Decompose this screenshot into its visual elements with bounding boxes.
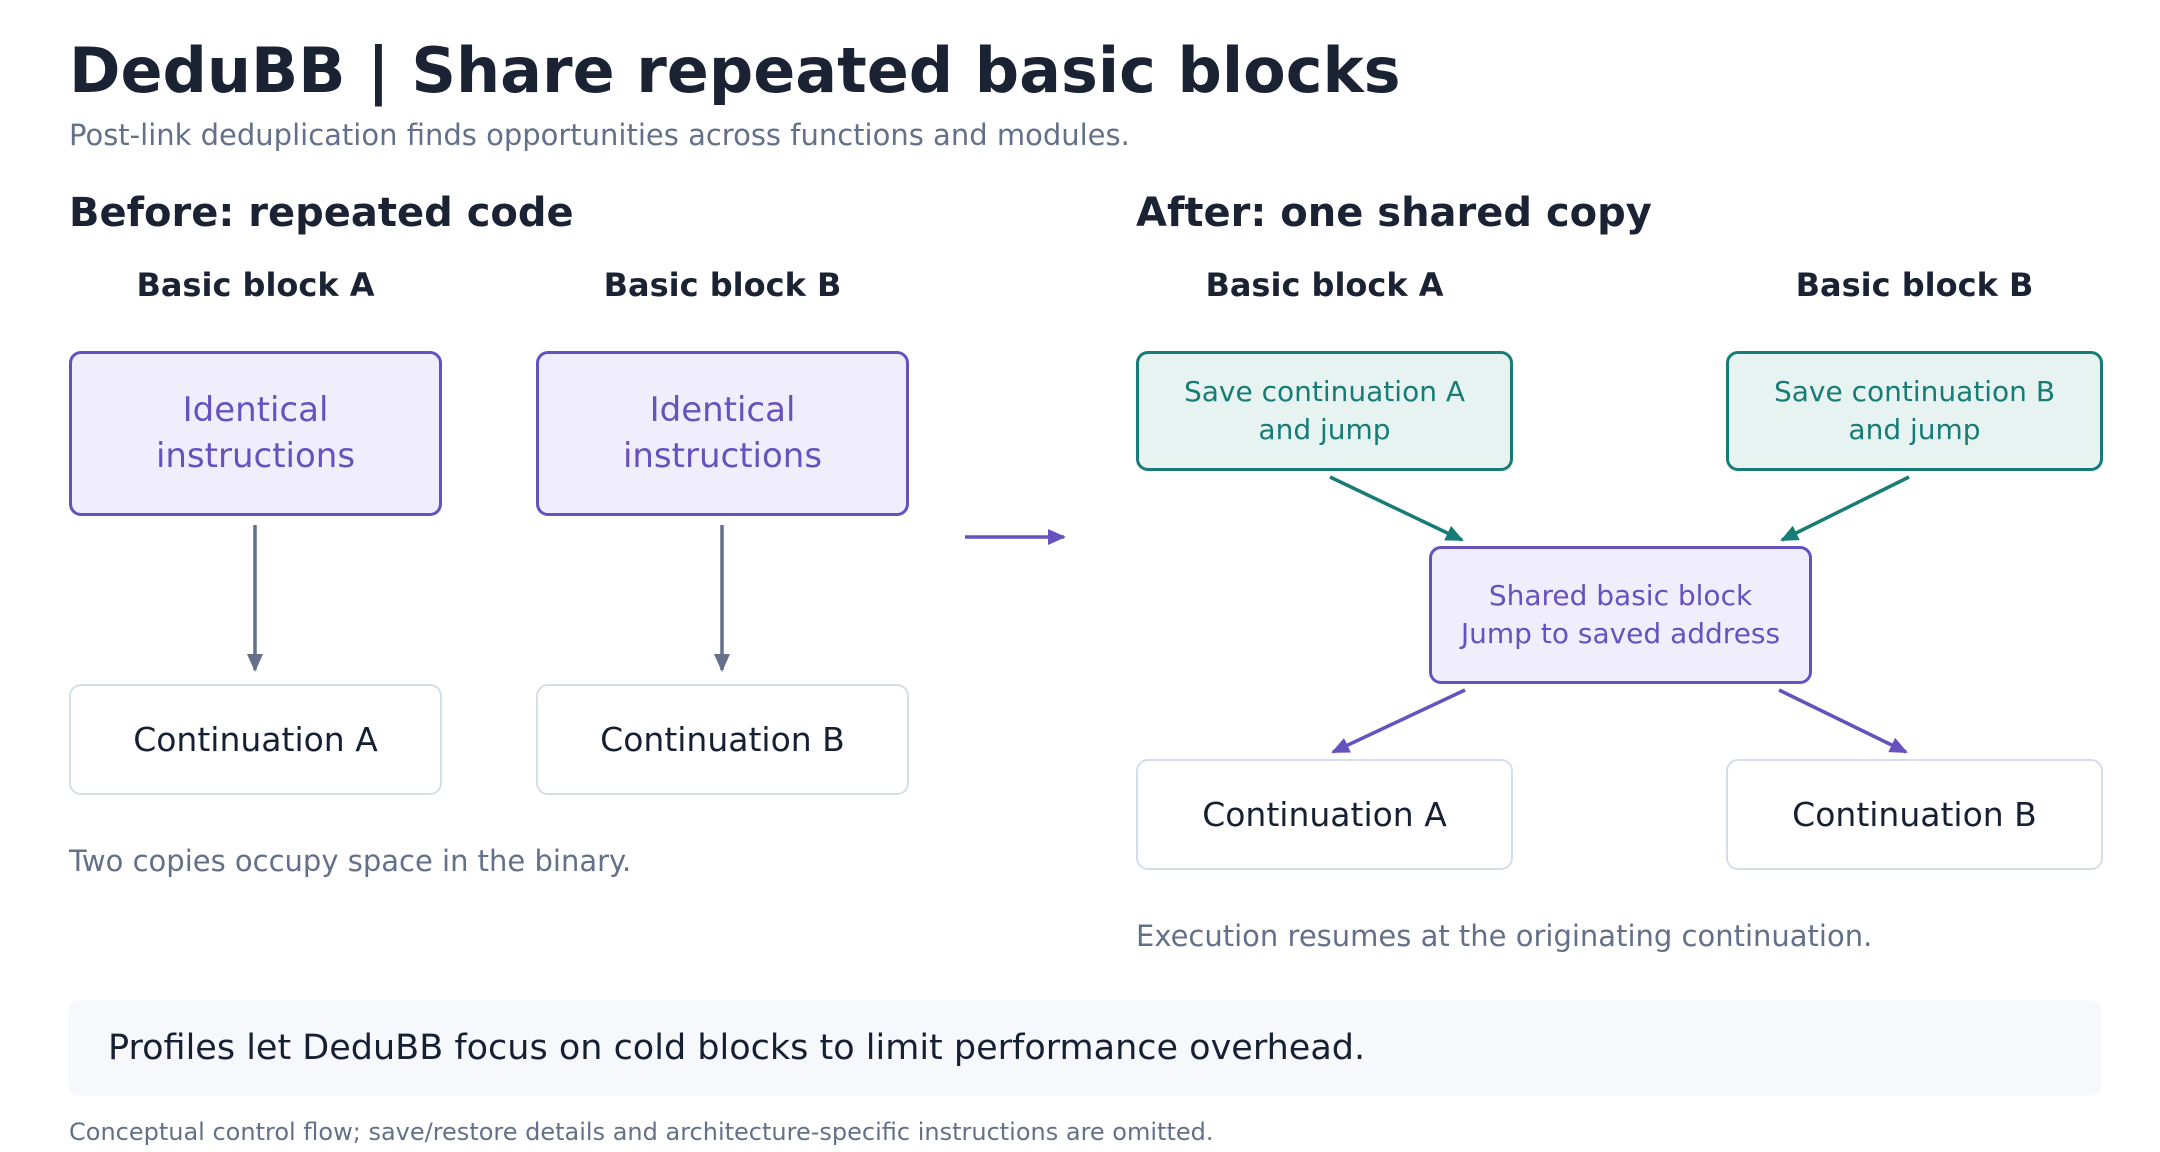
arrow-shared-to-cont-a (1331, 688, 1466, 754)
before-heading: Before: repeated code (69, 190, 574, 236)
save-continuation-b-box: Save continuation B and jump (1726, 351, 2103, 471)
arrow-shared-to-cont-b (1778, 688, 1908, 754)
after-continuation-b-box: Continuation B (1726, 759, 2103, 870)
save-continuation-a-box: Save continuation A and jump (1136, 351, 1513, 471)
before-instructions-b-box: Identical instructions (536, 351, 909, 516)
shared-basic-block-box: Shared basic block Jump to saved address (1429, 546, 1812, 684)
before-continuation-a-box: Continuation A (69, 684, 442, 795)
after-note: Execution resumes at the originating con… (1136, 919, 1873, 953)
before-block-a-label: Basic block A (136, 266, 375, 304)
arrow-save-a-to-shared (1329, 475, 1464, 542)
after-continuation-a-box: Continuation A (1136, 759, 1513, 870)
before-block-b-label: Basic block B (603, 266, 842, 304)
footer-banner: Profiles let DeduBB focus on cold blocks… (68, 1000, 2102, 1096)
after-block-b-label: Basic block B (1795, 266, 2034, 304)
before-continuation-b-box: Continuation B (536, 684, 909, 795)
footnote: Conceptual control flow; save/restore de… (69, 1118, 1214, 1146)
arrow-save-b-to-shared (1780, 475, 1910, 542)
page-subtitle: Post-link deduplication finds opportunit… (69, 118, 1130, 152)
after-block-a-label: Basic block A (1205, 266, 1444, 304)
before-note: Two copies occupy space in the binary. (69, 844, 632, 878)
page-title: DeduBB | Share repeated basic blocks (69, 34, 1401, 107)
after-heading: After: one shared copy (1136, 190, 1652, 236)
before-instructions-a-box: Identical instructions (69, 351, 442, 516)
